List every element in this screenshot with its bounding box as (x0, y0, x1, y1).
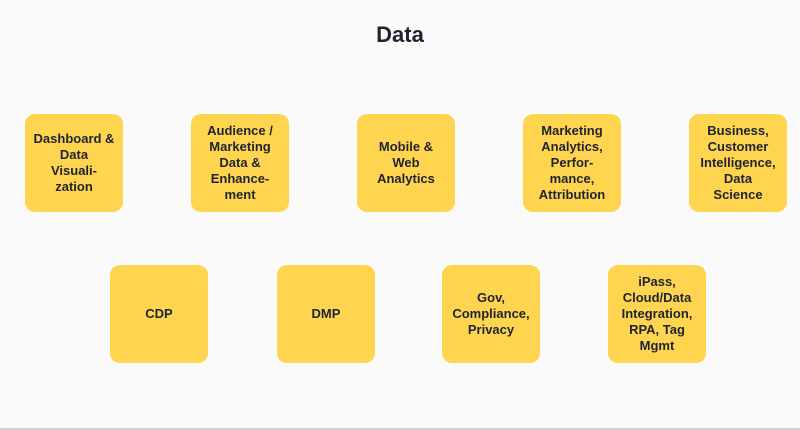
diagram-title: Data (376, 22, 424, 47)
tile-label: Marketing Analytics, Perfor- mance, Attr… (538, 123, 606, 202)
tile-mobile-web-analytics: Mobile & Web Analytics (357, 114, 455, 212)
tile-business-intelligence: Business, Customer Intelligence, Data Sc… (689, 114, 787, 212)
bottom-divider (0, 428, 800, 430)
tile-label: iPass, Cloud/Data Integration, RPA, Tag … (621, 274, 693, 353)
tile-audience-marketing-data: Audience / Marketing Data & Enhance- men… (191, 114, 289, 212)
tile-label: Mobile & Web Analytics (377, 139, 435, 186)
tile-label: Gov, Compliance, Privacy (452, 290, 530, 337)
tile-label: Audience / Marketing Data & Enhance- men… (207, 123, 273, 202)
tile-label: Dashboard & Data Visuali- zation (33, 131, 115, 194)
tile-dmp: DMP (277, 265, 375, 363)
tile-marketing-analytics: Marketing Analytics, Perfor- mance, Attr… (523, 114, 621, 212)
tile-label: CDP (145, 306, 173, 321)
tile-label: DMP (311, 306, 341, 321)
tile-cdp: CDP (110, 265, 208, 363)
tile-ipass-integration: iPass, Cloud/Data Integration, RPA, Tag … (608, 265, 706, 363)
tile-label: Business, Customer Intelligence, Data Sc… (700, 123, 776, 202)
tile-gov-compliance-privacy: Gov, Compliance, Privacy (442, 265, 540, 363)
tile-dashboard-data-visualization: Dashboard & Data Visuali- zation (25, 114, 123, 212)
